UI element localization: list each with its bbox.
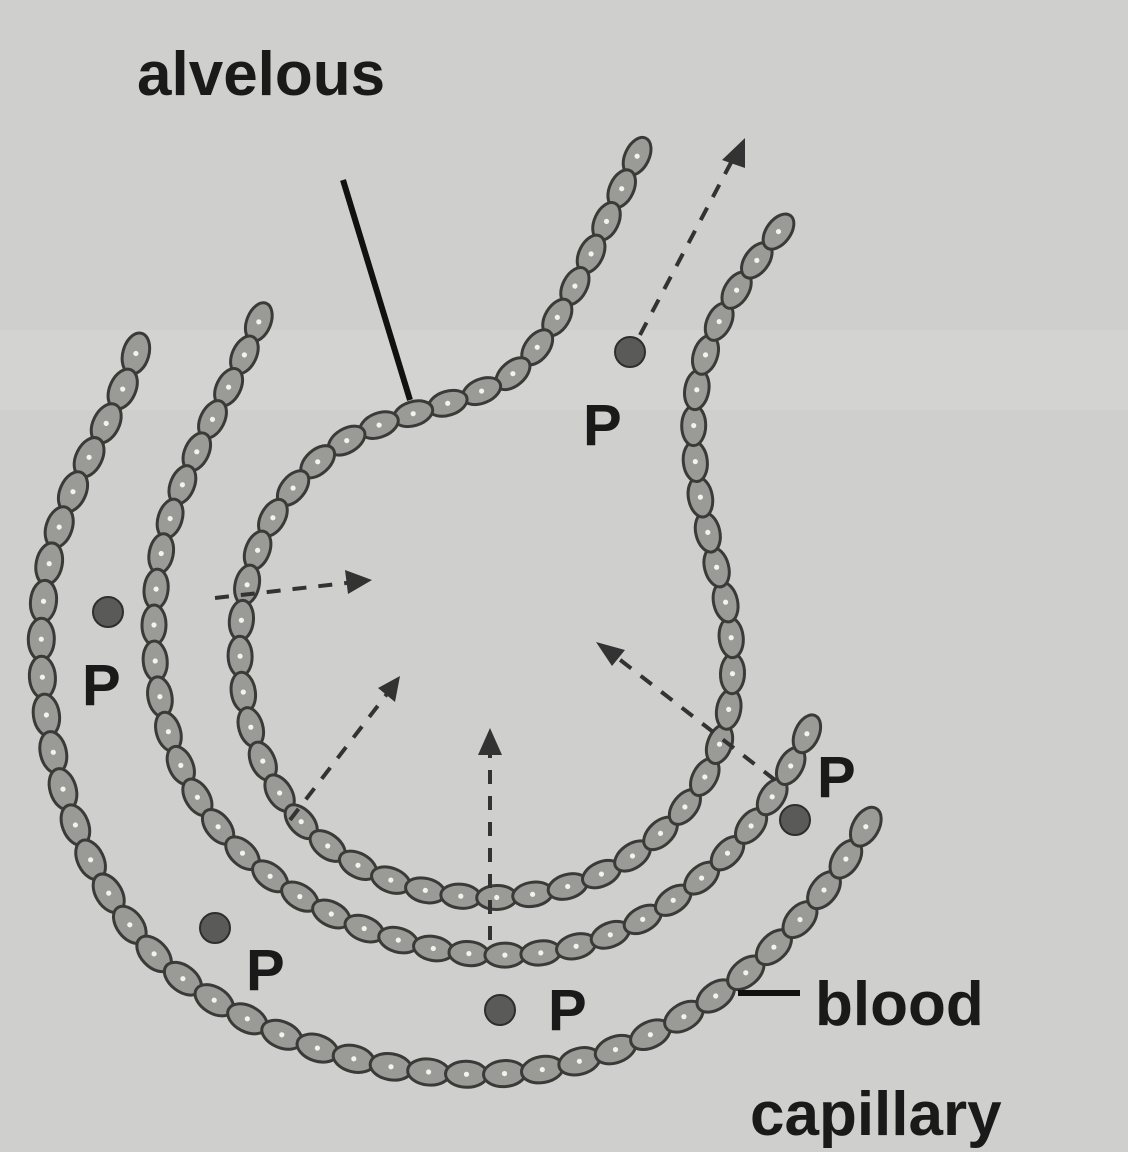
p-label-right: P — [817, 745, 856, 810]
particle-top — [615, 337, 645, 367]
alveolus-label: alvelous — [137, 40, 385, 109]
epithelial-cell — [720, 653, 745, 694]
epithelial-cell — [228, 636, 253, 677]
particle-left — [93, 597, 123, 627]
epithelial-cell — [445, 1061, 488, 1088]
capillary-label: capillary — [750, 1080, 1002, 1149]
p-label-top: P — [583, 393, 622, 458]
epithelial-cell — [681, 405, 706, 445]
particle-bottom-left — [200, 913, 230, 943]
background-band — [0, 330, 1128, 410]
p-label-bottom-left: P — [246, 938, 285, 1003]
particle-right — [780, 805, 810, 835]
p-label-left: P — [82, 653, 121, 718]
epithelial-cell — [142, 605, 167, 645]
particle-bottom — [485, 995, 515, 1025]
epithelial-cell — [485, 943, 525, 967]
epithelial-cell — [483, 1059, 526, 1087]
blood-label: blood — [815, 970, 984, 1039]
epithelial-cell — [476, 885, 517, 910]
epithelial-cell — [28, 618, 55, 660]
p-label-bottom: P — [548, 978, 587, 1043]
epithelial-cell — [28, 655, 57, 699]
